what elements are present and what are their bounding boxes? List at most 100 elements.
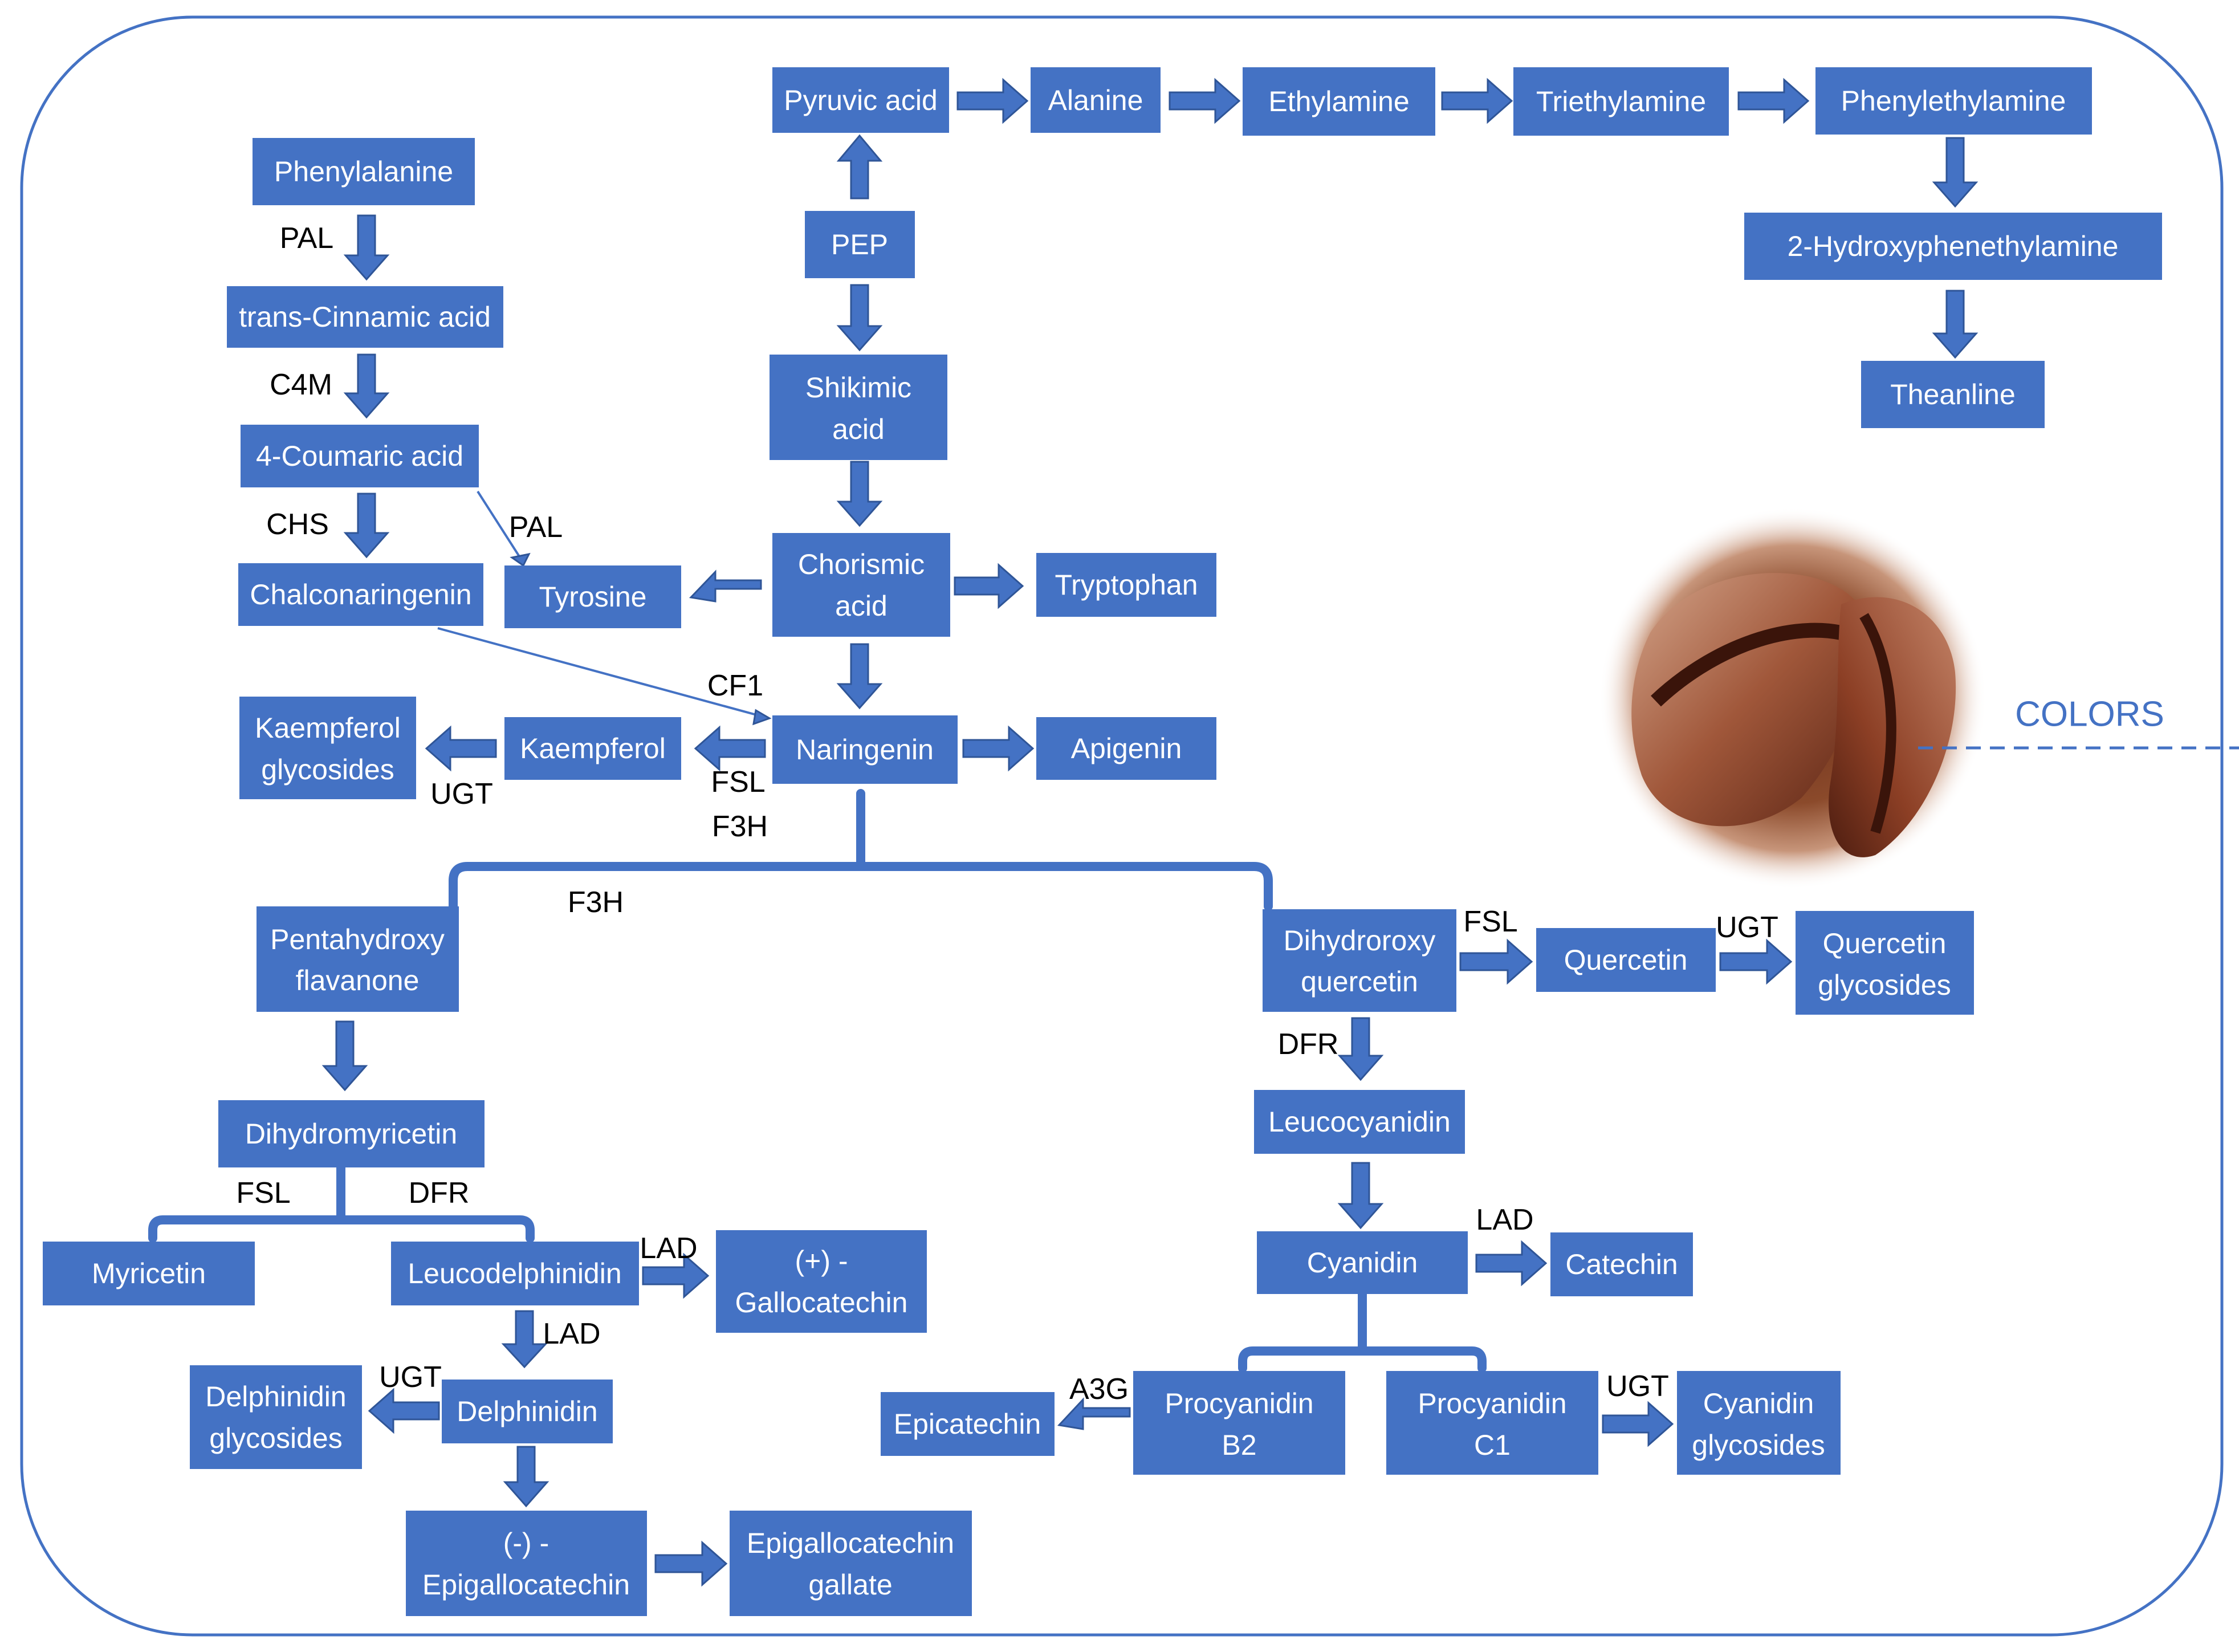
node-triethylamine: Triethylamine [1513, 67, 1729, 136]
enzyme-label: LAD [640, 1232, 697, 1265]
coumaric-to-tyrosine-line [477, 490, 524, 564]
arrow-cinnamic-down [343, 353, 390, 419]
enzyme-label: FSL [1463, 905, 1517, 938]
svg-text:trans-Cinnamic acid: trans-Cinnamic acid [239, 301, 491, 333]
arrow-dihydroroxy-to-quercetin [1459, 938, 1533, 985]
svg-text:C1: C1 [1474, 1429, 1511, 1461]
coumaric-to-tyrosine-head [510, 552, 531, 567]
arrow-shikimic-to-chorismic [836, 461, 883, 527]
svg-text:Leucodelphinidin: Leucodelphinidin [408, 1258, 621, 1289]
node-tryptophan: Tryptophan [1036, 553, 1216, 617]
arrow-leucocyanidin-down [1337, 1162, 1384, 1230]
svg-text:quercetin: quercetin [1301, 966, 1418, 998]
node-alanine: Alanine [1031, 67, 1161, 133]
node-delphinidin: Delphinidin [442, 1380, 613, 1443]
arrow-cyanidin-to-catechin [1475, 1240, 1548, 1287]
naringenin-branch-bracket [449, 789, 1273, 911]
chalconaringenin-to-naringenin-head [752, 709, 772, 726]
svg-text:Tryptophan: Tryptophan [1055, 569, 1198, 601]
arrow-hydroxy-down [1932, 290, 1979, 359]
svg-text:Naringenin: Naringenin [796, 734, 934, 766]
svg-text:2-Hydroxyphenethylamine: 2-Hydroxyphenethylamine [1788, 230, 2119, 262]
arrow-alanine-to-ethylamine [1169, 78, 1241, 124]
arrow-triethylamine-to-phenylethylamine [1737, 78, 1810, 124]
svg-text:4-Coumaric acid: 4-Coumaric acid [256, 440, 463, 472]
svg-text:Kaempferol: Kaempferol [520, 733, 666, 764]
enzyme-labels: PAL C4M CHS PAL CF1 UGT FSL F3H F3H FSL … [236, 222, 1778, 1406]
node-leucodelphinidin: Leucodelphinidin [391, 1242, 639, 1305]
node-trans-cinnamic-acid: trans-Cinnamic acid [227, 286, 503, 348]
node-theanline: Theanline [1861, 361, 2045, 428]
arrow-leucodelphinidin-to-gallocatechin [642, 1252, 710, 1299]
enzyme-label: UGT [1716, 911, 1778, 944]
cyanidin-branch-bracket [1238, 1289, 1487, 1373]
enzyme-label: LAD [543, 1317, 600, 1350]
svg-text:Pyruvic acid: Pyruvic acid [784, 84, 938, 116]
arrow-epigallocatechin-to-gallate [654, 1540, 728, 1587]
svg-text:Epigallocatechin: Epigallocatechin [422, 1569, 630, 1601]
arrow-procyanidin-to-epicatechin [1057, 1397, 1131, 1430]
svg-text:acid: acid [835, 590, 888, 622]
svg-text:glycosides: glycosides [261, 754, 394, 786]
enzyme-label: LAD [1476, 1203, 1533, 1236]
svg-text:glycosides: glycosides [1692, 1429, 1825, 1461]
svg-text:Theanline: Theanline [1890, 379, 2016, 410]
arrow-quercetin-to-glycosides [1719, 938, 1793, 985]
enzyme-label: UGT [430, 778, 493, 811]
svg-text:Gallocatechin: Gallocatechin [735, 1287, 908, 1319]
svg-text:Dihydroroxy: Dihydroroxy [1284, 925, 1436, 957]
enzyme-label: CHS [266, 508, 329, 541]
svg-text:Phenylethylamine: Phenylethylamine [1841, 85, 2066, 117]
node-phenylethylamine: Phenylethylamine [1815, 67, 2092, 135]
node-tyrosine: Tyrosine [504, 565, 681, 628]
svg-text:Alanine: Alanine [1048, 84, 1143, 116]
node-pep: PEP [805, 211, 915, 278]
svg-text:Chalconaringenin: Chalconaringenin [250, 579, 471, 611]
nodes: Pyruvic acid Alanine Ethylamine Triethyl… [43, 67, 2162, 1616]
node-myricetin: Myricetin [43, 1242, 255, 1305]
svg-text:gallate: gallate [808, 1569, 892, 1601]
svg-text:glycosides: glycosides [1818, 969, 1951, 1001]
svg-text:Quercetin: Quercetin [1823, 927, 1947, 959]
svg-text:(-) -: (-) - [503, 1527, 549, 1559]
arrow-procyanidin-c1-to-cyanidin-glycosides [1602, 1401, 1674, 1447]
arrow-coumaric-down [343, 493, 390, 559]
node-pyruvic-acid: Pyruvic acid [772, 67, 949, 133]
arrow-naringenin-to-apigenin [962, 725, 1035, 772]
svg-text:Delphinidin: Delphinidin [457, 1395, 597, 1427]
node-dihydroroxy-quercetin: Dihydroroxy quercetin [1263, 909, 1456, 1012]
svg-text:Cyanidin: Cyanidin [1307, 1247, 1418, 1279]
svg-text:Tyrosine: Tyrosine [539, 581, 647, 613]
enzyme-label: PAL [509, 511, 563, 544]
arrow-kaempferol-to-glycosides [425, 725, 497, 772]
svg-text:Epigallocatechin: Epigallocatechin [747, 1527, 954, 1559]
enzyme-label: UGT [1606, 1370, 1669, 1403]
node-epigallocatechin: (-) - Epigallocatechin [406, 1511, 647, 1616]
svg-text:Dihydromyricetin: Dihydromyricetin [245, 1118, 457, 1150]
arrow-phenylethylamine-down [1932, 137, 1979, 208]
svg-text:Leucocyanidin: Leucocyanidin [1268, 1106, 1451, 1138]
svg-text:B2: B2 [1222, 1429, 1256, 1461]
node-naringenin: Naringenin [772, 715, 958, 784]
node-kaempferol: Kaempferol [504, 717, 681, 780]
node-epicatechin: Epicatechin [881, 1392, 1055, 1456]
svg-text:Epicatechin: Epicatechin [894, 1408, 1041, 1440]
svg-text:glycosides: glycosides [209, 1422, 342, 1454]
node-quercetin-glycosides: Quercetin glycosides [1796, 911, 1974, 1015]
arrows [321, 78, 1979, 1587]
arrow-pentahydroxy-down [321, 1020, 368, 1092]
enzyme-label: C4M [270, 368, 332, 401]
svg-text:Quercetin: Quercetin [1564, 944, 1688, 976]
node-ethylamine: Ethylamine [1243, 67, 1435, 136]
node-cyanidin: Cyanidin [1257, 1231, 1468, 1294]
arrow-phenylalanine-down [343, 214, 390, 281]
svg-text:Kaempferol: Kaempferol [255, 712, 401, 744]
node-epigallocatechin-gallate: Epigallocatechin gallate [730, 1511, 972, 1616]
